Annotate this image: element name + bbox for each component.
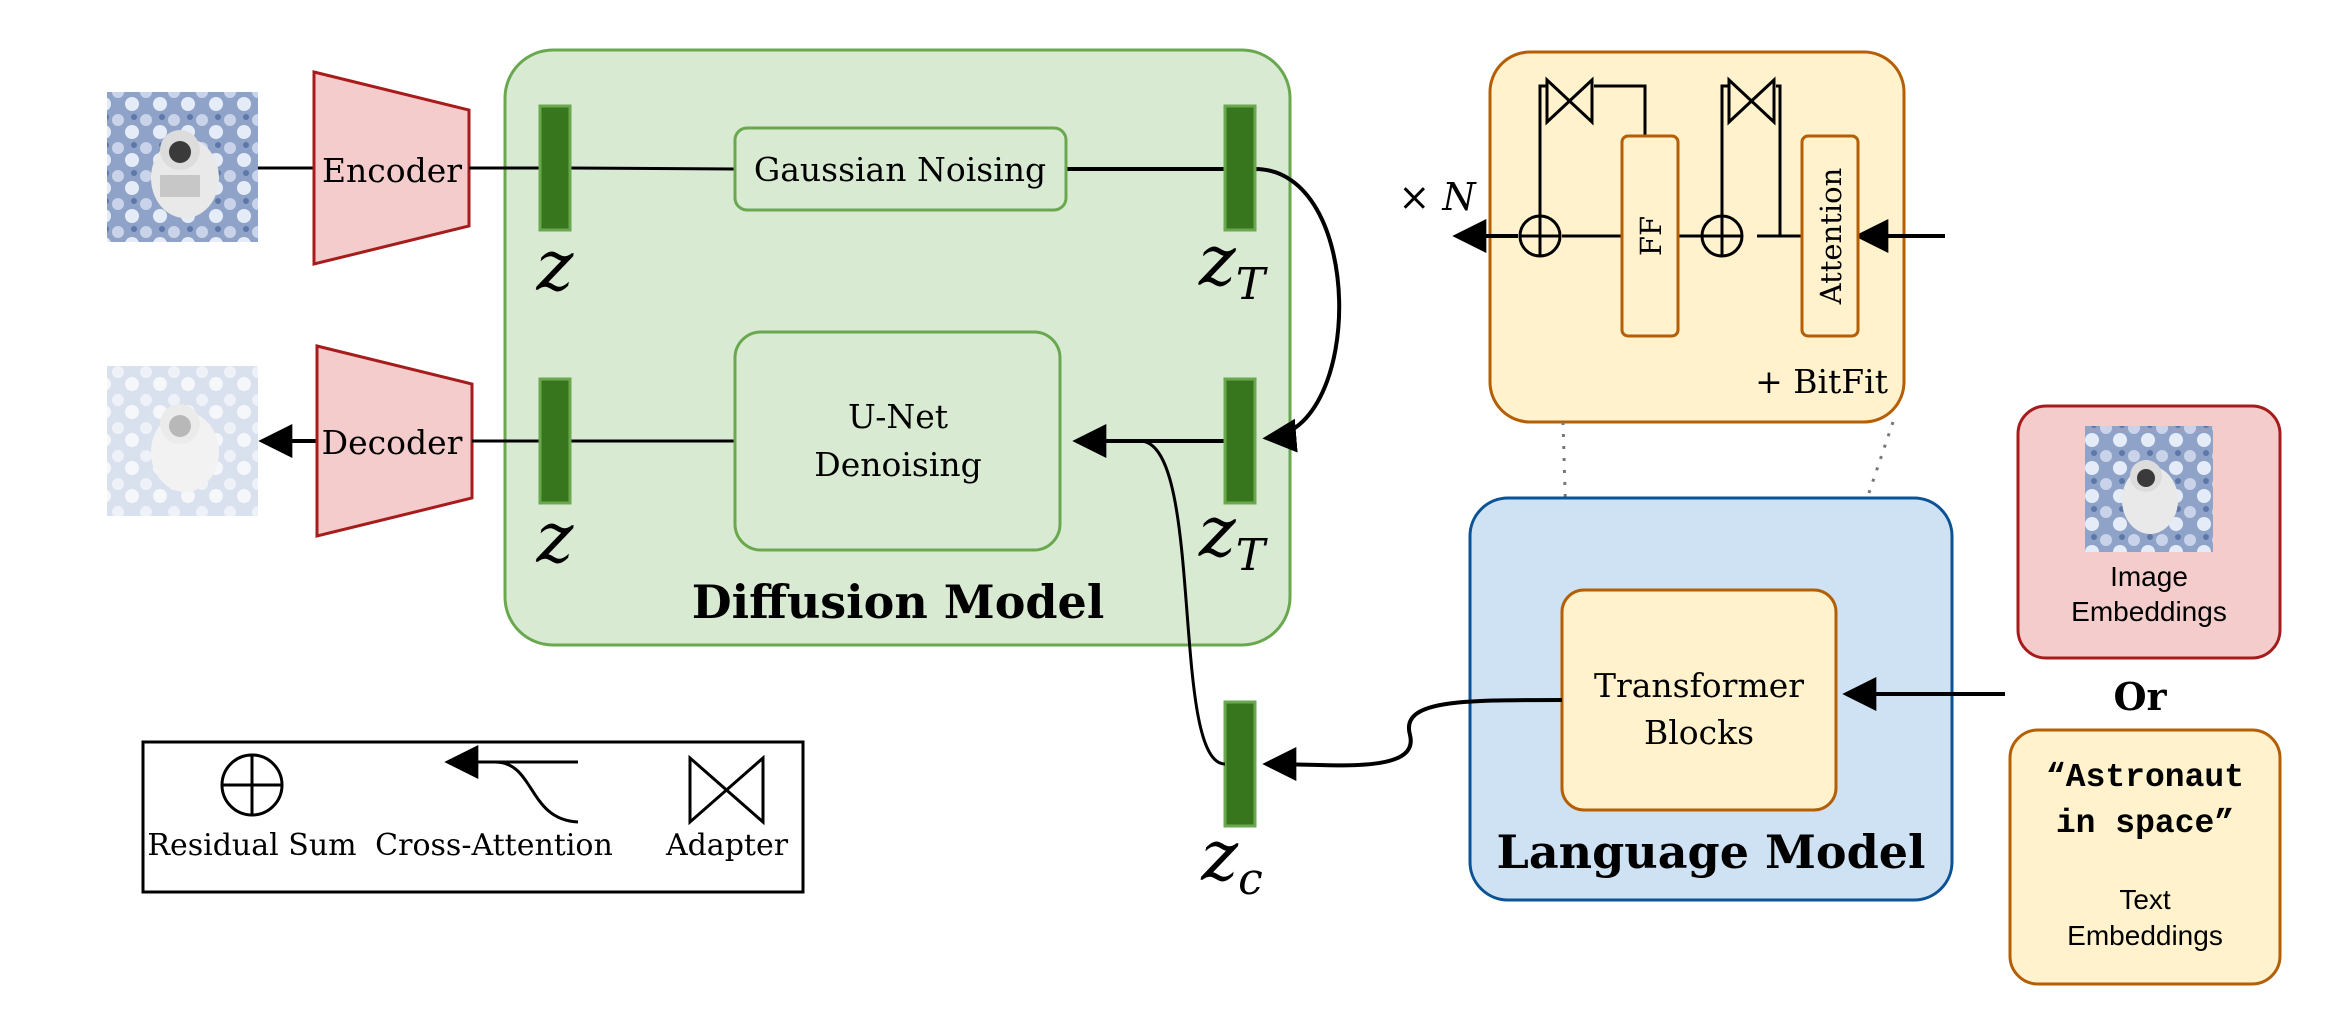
input-image [107,92,258,242]
unet-label-line2: Denoising [814,445,982,484]
or-label: Or [2113,674,2167,719]
repeat-n-label: × N [1398,175,1477,219]
unet-denoising-block: U-Net Denoising [733,330,1062,552]
legend: Residual Sum Cross-Attention Adapter [141,740,805,894]
attention-label: Attention [1814,168,1848,306]
cross-attention-curve [1139,439,1226,766]
bitfit-label: + BitFit [1755,362,1888,401]
zc-label: zc [1200,815,1263,905]
text-embeddings-line1: Text [2119,884,2171,915]
legend-cross-attention-icon [444,745,579,824]
decoder-block: Decoder [315,344,474,538]
adapter-icon-2 [1727,76,1776,126]
gaussian-noising-block: Gaussian Noising [733,126,1068,212]
decoder-label: Decoder [322,423,463,462]
encoder-label: Encoder [322,151,462,190]
residual-sum-icon-1 [1518,214,1562,258]
latent-z-top [538,104,572,232]
z-top-label: z [536,225,575,307]
transformer-blocks-line2: Blocks [1644,713,1754,752]
attention-block: Attention [1800,134,1860,338]
text-embeddings-box: “Astronaut in space” Text Embeddings [2008,728,2282,986]
transformer-blocks: Transformer Blocks [1560,588,1838,812]
latent-zt-top [1223,104,1257,232]
ff-block: FF [1620,134,1680,338]
ff-label: FF [1634,216,1668,256]
unet-label-line1: U-Net [848,397,948,436]
zt-loop-arrow [1254,167,1342,453]
z-bottom-label: z [536,497,575,579]
latent-z-bottom [538,377,572,505]
output-image [107,366,258,516]
astronaut-figure [151,130,219,218]
text-quote-line2: in space” [2056,805,2234,842]
adapter-icon-1 [1545,76,1594,126]
astronaut-figure-faded [151,404,219,492]
language-model-title: Language Model [1497,825,1926,879]
image-embeddings-line1: Image [2110,561,2188,592]
gaussian-noising-label: Gaussian Noising [754,150,1046,189]
transformer-blocks-line1: Transformer [1594,666,1804,705]
diffusion-model-title: Diffusion Model [692,575,1105,629]
latent-zt-bottom [1223,377,1257,505]
latent-zc [1223,700,1257,828]
residual-sum-icon-2 [1700,214,1744,258]
legend-adapter-icon [688,754,765,826]
text-embeddings-line2: Embeddings [2067,920,2223,951]
legend-cross-attention-label: Cross-Attention [375,828,613,863]
legend-adapter-label: Adapter [665,828,789,863]
zt-top-label: zT [1198,220,1269,310]
encoder-block: Encoder [312,70,471,266]
legend-residual-label: Residual Sum [147,828,356,863]
zt-bottom-label: zT [1198,491,1269,581]
image-embeddings-line2: Embeddings [2071,596,2227,627]
legend-residual-sum-icon [220,753,284,817]
image-embeddings-box: Image Embeddings [2016,404,2282,660]
text-quote-line1: “Astronaut [2046,759,2244,796]
transformer-to-zc-arrow [1262,698,1563,782]
z-to-noising-line [569,166,736,171]
